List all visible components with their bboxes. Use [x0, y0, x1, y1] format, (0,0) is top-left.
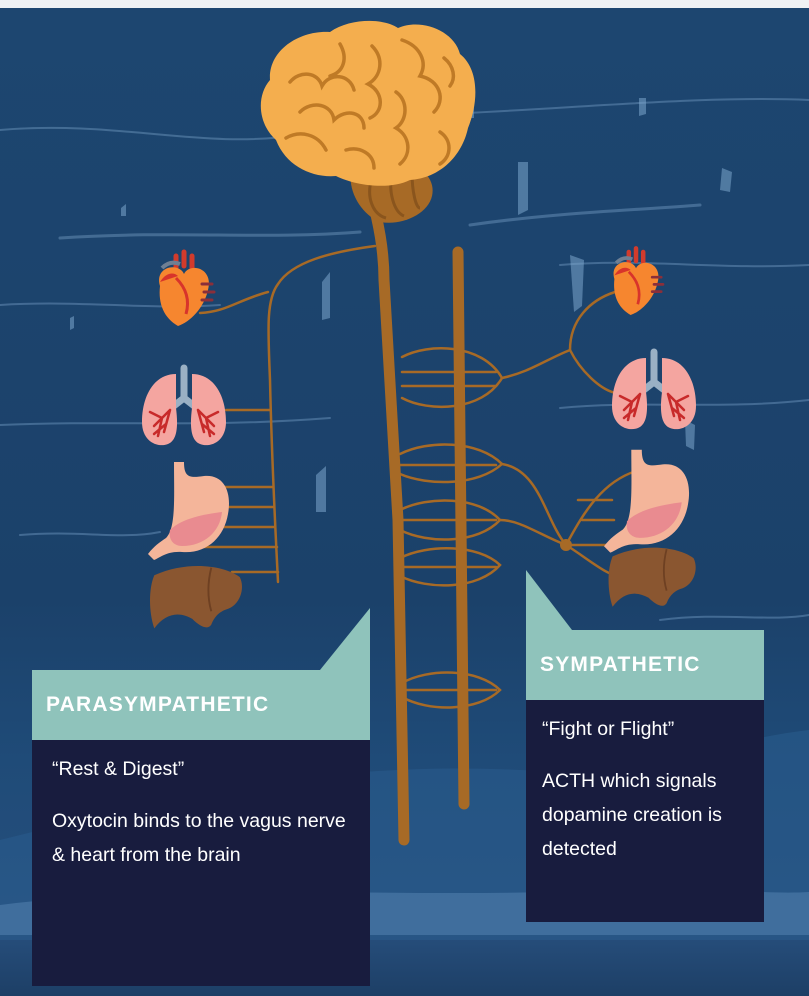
parasympathetic-pointer — [320, 608, 370, 670]
parasympathetic-tagline: “Rest & Digest” — [52, 752, 352, 786]
parasympathetic-body: “Rest & Digest” Oxytocin binds to the va… — [32, 740, 370, 986]
parasympathetic-title: PARASYMPATHETIC — [32, 670, 370, 740]
lungs-icon — [142, 368, 226, 445]
heart-icon — [614, 248, 663, 315]
sympathetic-tagline: “Fight or Flight” — [542, 712, 750, 746]
sympathetic-description: ACTH which signals dopamine creation is … — [542, 764, 750, 866]
sympathetic-pointer — [526, 570, 572, 630]
parasympathetic-description: Oxytocin binds to the vagus nerve & hear… — [52, 804, 352, 872]
spinal-cord — [372, 200, 404, 840]
heart-icon — [159, 252, 214, 326]
stomach-icon — [604, 450, 689, 553]
stomach-icon — [148, 462, 229, 560]
sympathetic-body: “Fight or Flight” ACTH which signals dop… — [526, 700, 764, 922]
lungs-icon — [612, 352, 696, 429]
liver-icon — [150, 566, 242, 628]
liver-icon — [609, 548, 696, 607]
sympathetic-title: SYMPATHETIC — [526, 630, 764, 700]
brain-icon — [261, 21, 476, 223]
sympathetic-trunk — [458, 252, 464, 804]
